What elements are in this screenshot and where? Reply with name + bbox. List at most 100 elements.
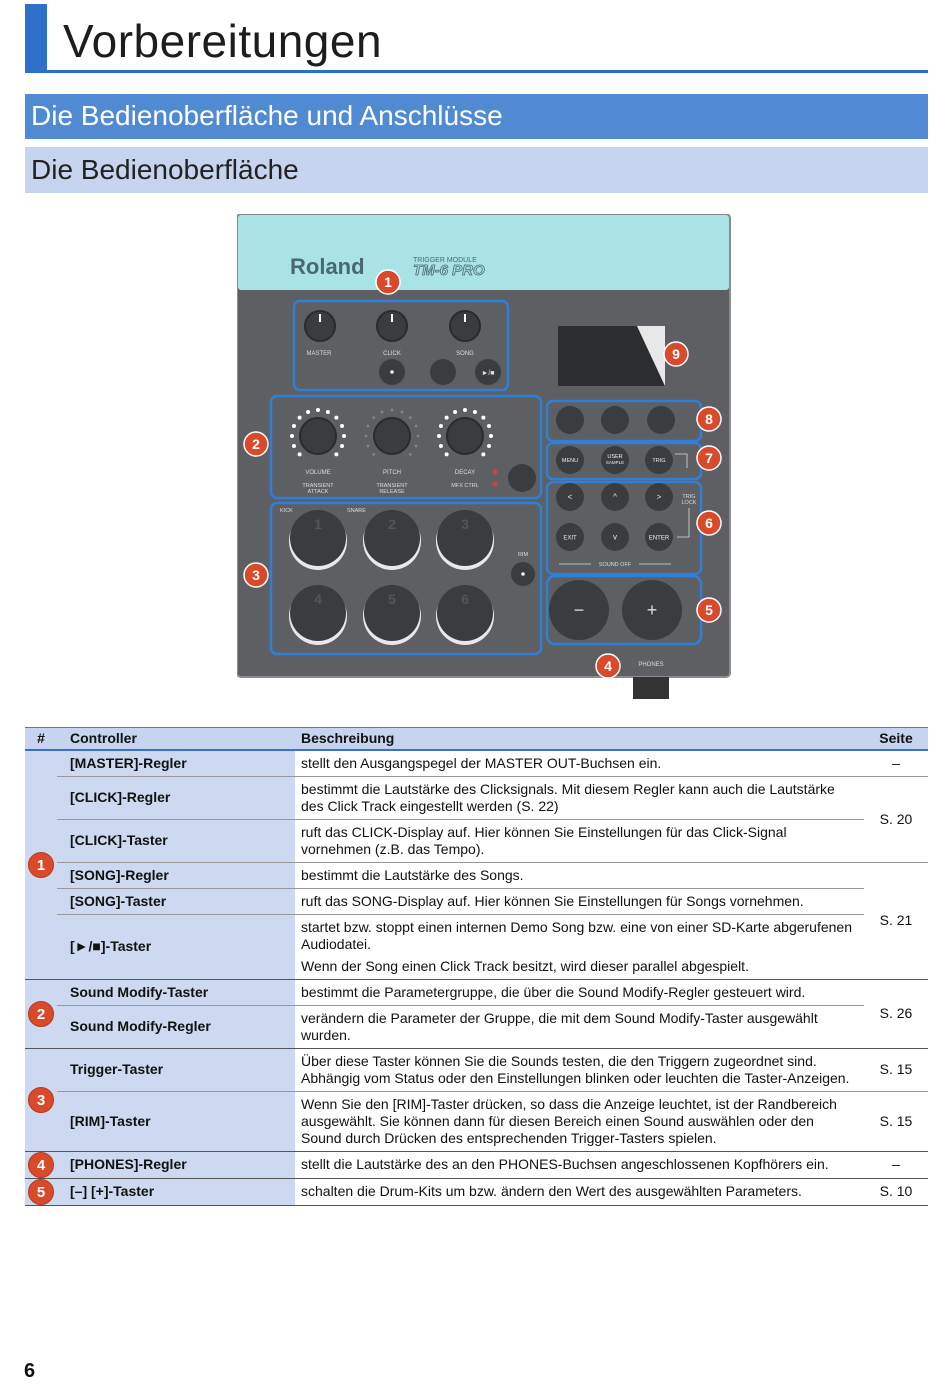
nav-button[interactable] [645,523,673,551]
nav-button[interactable] [556,523,584,551]
ring-led [372,416,375,419]
trigger-pad-6[interactable] [437,585,493,641]
pad-label-kick: KICK [280,508,293,514]
ring-led [414,424,418,428]
trig-lock-label: TRIG [682,494,695,500]
controller-name: [PHONES]-Regler [57,1150,295,1178]
model-line2: TM-6 PRO [413,262,485,279]
ring-led [290,434,294,438]
brand-logo: Roland [290,254,365,279]
controller-description: stellt die Lautstärke des an den PHONES-… [295,1150,864,1178]
page-number: 6 [24,1360,36,1382]
controller-name: [SONG]-Regler [57,861,295,888]
group1-outline [292,299,510,392]
callout-number: 4 [604,658,612,674]
mod-label-decay: DECAY [455,470,475,476]
menu-button [556,446,584,474]
callout-3 [243,562,269,588]
controller-name: [►/■]-Taster [57,913,295,979]
controller-description: verändern die Parameter der Gruppe, die … [295,1004,864,1048]
ring-led [390,408,394,412]
ring-led [409,453,412,456]
controller-name: [CLICK]-Taster [57,818,295,862]
controller-name: [MASTER]-Regler [57,749,295,776]
svg-text:−: − [574,600,585,620]
ring-led [340,443,345,448]
nav-label: > [657,493,662,502]
sound-off-label: SOUND OFF [599,562,632,568]
device-illustration: Roland TRIGGER MODULE TM-6 PRO MASTER CL… [237,214,731,699]
trigger-pad-3[interactable] [437,510,493,566]
trigger-pad-4[interactable] [290,585,346,641]
nav-button[interactable] [601,483,629,511]
ring-led [416,434,420,438]
trigger-pad-1[interactable] [290,510,346,566]
minus-button [549,580,609,640]
ring-led [291,443,296,448]
nav-label: ENTER [649,536,670,542]
svg-text:RELEASE: RELEASE [379,489,405,495]
ring-led [437,434,441,438]
callout-number: 3 [252,567,260,583]
ring-led [444,452,449,457]
ring-led [325,409,330,414]
controller-description: stellt den Ausgangspegel der MASTER OUT-… [295,749,864,776]
controller-description: Über diese Taster können Sie die Sounds … [295,1047,864,1091]
ring-led [453,409,458,414]
svg-text:LOCK: LOCK [682,500,697,506]
table-row: 1 [MASTER]-Regler stellt den Ausgangspeg… [25,749,928,979]
controller-description: ruft das SONG-Display auf. Hier können S… [295,887,864,914]
trigger-pad-2[interactable] [364,510,420,566]
callout-number: 8 [705,411,713,427]
page-ref: – [864,749,928,776]
song-knob [449,310,481,342]
ring-led [372,453,375,456]
controller-name: [CLICK]-Regler [57,775,295,819]
table-row: [►/■]-Taster startet bzw. stoppt einen i… [25,913,928,979]
header-num: # [25,727,57,751]
ring-led [481,452,486,457]
header-description: Beschreibung [295,727,864,751]
table-row: [SONG]-Taster ruft das SONG-Display auf.… [25,887,928,914]
ring-led [487,443,492,448]
controller-description: schalten die Drum-Kits um bzw. ändern de… [295,1177,864,1206]
callout-6 [696,510,722,536]
controller-name: Sound Modify-Taster [57,978,295,1005]
table-row: 5 [–] [+]-Taster schalten die Drum-Kits … [25,1177,928,1206]
pitch-knob [373,417,411,455]
ring-led [297,415,302,420]
callout-number: 1 [384,274,392,290]
callout-number: 2 [252,436,260,452]
nav-button[interactable] [556,483,584,511]
callout-1 [375,269,401,295]
subsection-heading: Die Bedienoberfläche [25,147,928,193]
kit-button-3 [647,406,675,434]
led-rings [290,408,493,457]
table-row: 4 [PHONES]-Regler stellt die Lautstärke … [25,1150,928,1178]
nav-label: v [613,533,617,542]
ring-led [366,424,370,428]
ring-led [438,443,443,448]
ring-led [291,424,296,429]
nav-button[interactable] [645,483,673,511]
controller-name: [SONG]-Taster [57,887,295,914]
callout-7 [696,445,722,471]
header-page: Seite [864,727,928,751]
ring-led [366,444,370,448]
group2-outline [269,394,543,500]
mod-label-volume: VOLUME [305,470,330,476]
trigger-pad-5[interactable] [364,585,420,641]
callout-number: 6 [705,515,713,531]
svg-text:TRIG: TRIG [652,458,665,464]
controller-description: bestimmt die Lautstärke des Clicksignals… [295,775,864,819]
callout-8 [696,406,722,432]
click-knob [376,310,408,342]
page-ref: S. 15 [864,1090,928,1151]
sound-modify-button [508,464,536,492]
nav-button[interactable] [601,523,629,551]
page-ref: S. 15 [864,1047,928,1091]
title-rule [25,70,928,73]
controller-description: ruft das CLICK-Display auf. Hier können … [295,818,864,862]
mod-label-release: TRANSIENT [376,483,408,489]
